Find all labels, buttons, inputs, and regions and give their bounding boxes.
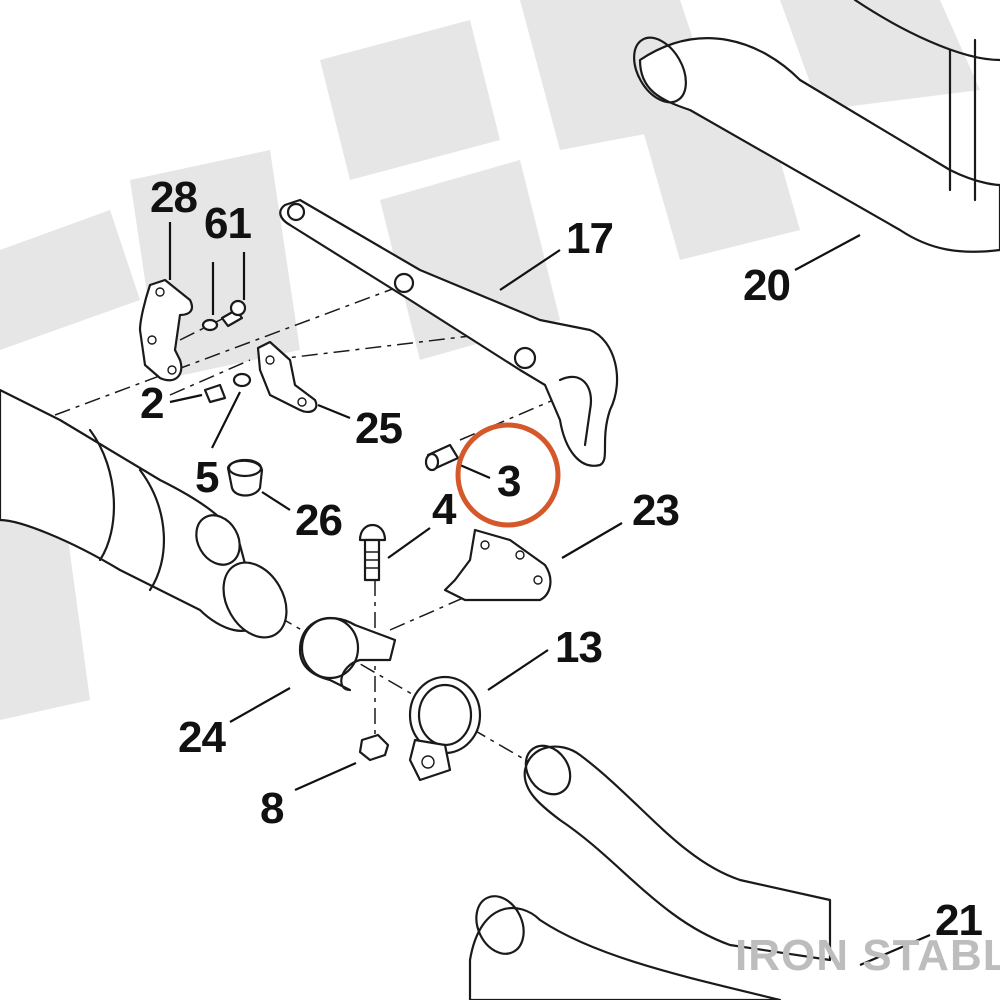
part-17-bracket-arm xyxy=(279,198,619,467)
callout-61: 61 xyxy=(204,199,251,248)
callout-24: 24 xyxy=(178,713,226,762)
leader-lines xyxy=(168,222,931,967)
watermark xyxy=(0,0,980,720)
callout-3: 3 xyxy=(497,457,520,506)
callout-23: 23 xyxy=(632,486,679,535)
callout-4: 4 xyxy=(432,485,457,534)
part-21-pipe xyxy=(468,895,782,1000)
part-28-bracket xyxy=(138,278,194,382)
callout-17: 17 xyxy=(566,214,613,263)
part-13-band-clamp xyxy=(408,675,482,782)
part-4-bolt xyxy=(358,524,387,582)
callout-2: 2 xyxy=(140,379,163,428)
callout-8: 8 xyxy=(260,784,284,833)
lower-pipe xyxy=(523,744,832,962)
callout-25: 25 xyxy=(355,404,402,453)
part-8-nut xyxy=(358,733,390,762)
callout-21: 21 xyxy=(935,896,982,945)
part-25-bracket xyxy=(256,340,318,414)
part-3-screw xyxy=(424,443,460,472)
callout-labels: 28 61 17 20 2 25 3 5 26 4 23 13 24 8 21 xyxy=(140,173,983,945)
callout-5: 5 xyxy=(195,453,219,502)
part-24-strap-clamp xyxy=(298,616,397,692)
part-61-washer-bolt xyxy=(201,299,247,332)
callout-13: 13 xyxy=(555,623,602,672)
part-20-pipe xyxy=(633,0,1000,253)
part-2-bolt xyxy=(203,372,252,404)
muffler xyxy=(0,388,288,639)
highlight-circle-callout-3 xyxy=(455,422,561,528)
callout-26: 26 xyxy=(295,496,342,545)
brand-watermark: IRON STABLE xyxy=(735,931,1000,980)
part-23-bracket xyxy=(443,528,552,602)
callout-20: 20 xyxy=(743,261,790,310)
callout-28: 28 xyxy=(150,173,197,222)
part-26-sleeve xyxy=(226,458,264,497)
